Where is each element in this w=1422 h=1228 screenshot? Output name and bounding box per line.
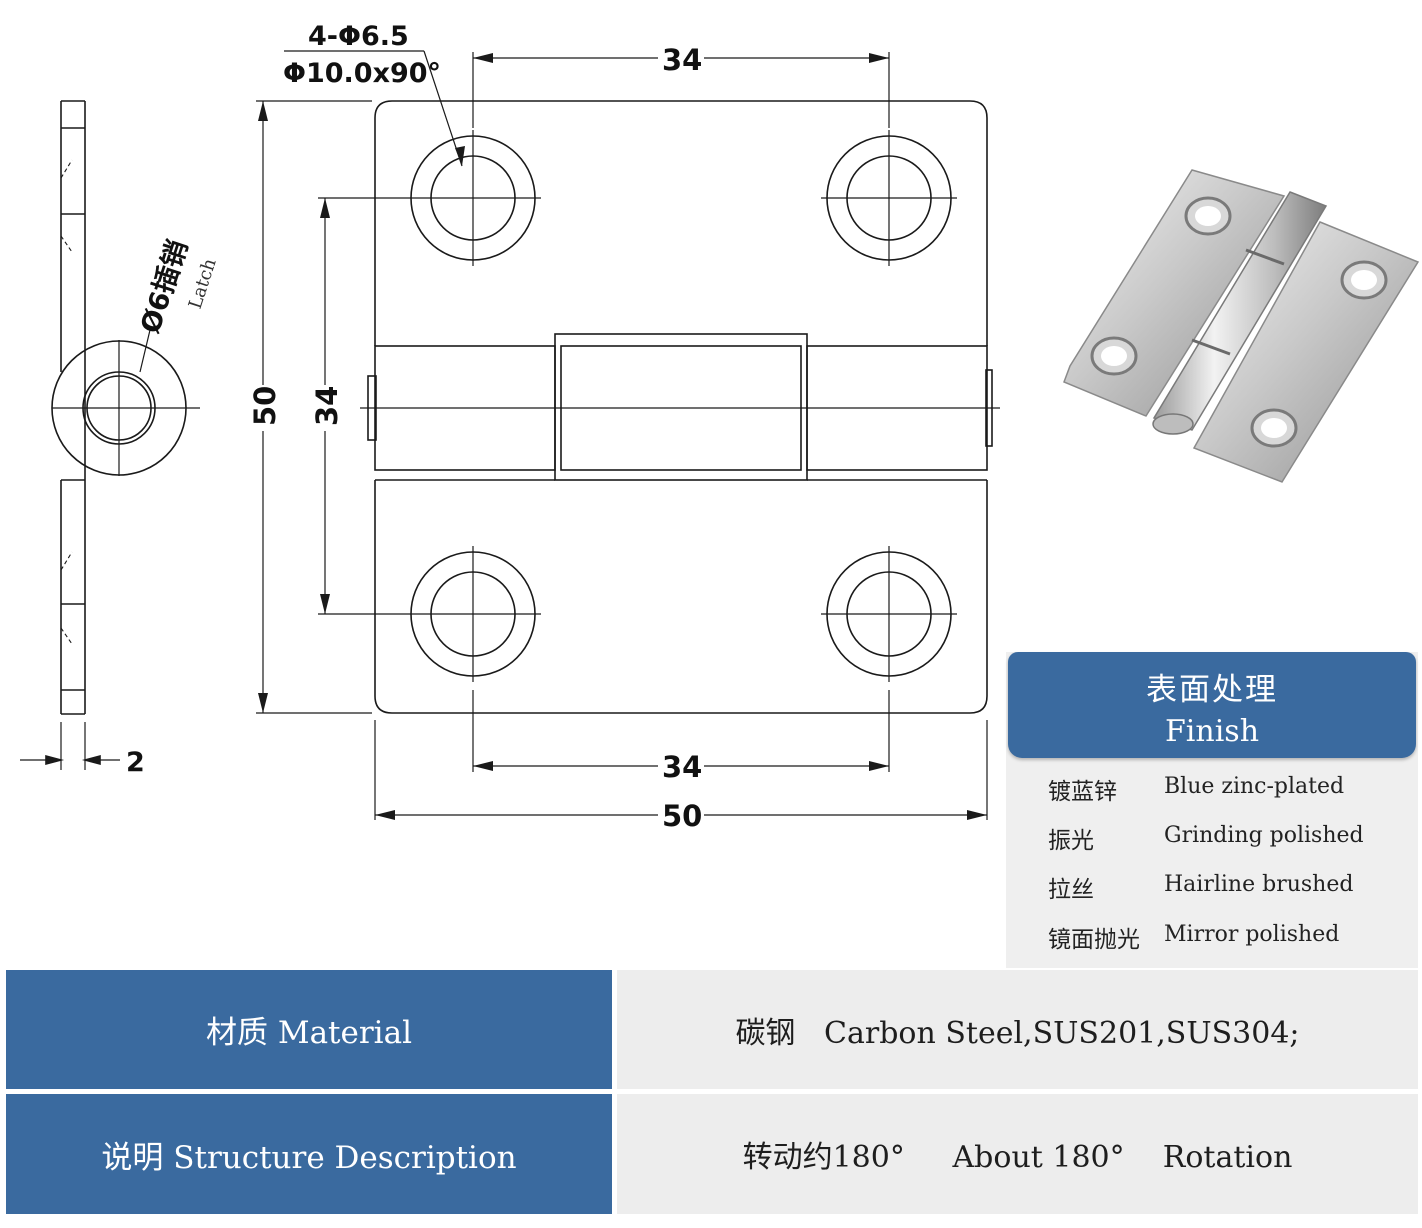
finish-title-cn: 表面处理	[1146, 672, 1278, 708]
finish-title-en: Finish	[1164, 714, 1260, 749]
finish-item-en: Grinding polished	[1164, 823, 1364, 848]
dim-left-50: 50	[248, 386, 282, 426]
finish-item-en: Blue zinc-plated	[1164, 774, 1345, 799]
front-view	[256, 50, 1000, 820]
technical-drawing: 2 Ø6插销 Latch	[20, 21, 1420, 833]
dim-top-34: 34	[662, 43, 702, 77]
finish-item: 镜面抛光 Mirror polished	[1006, 920, 1418, 960]
hole-callout-countersink: Φ10.0x90°	[283, 58, 441, 89]
side-view	[20, 100, 200, 770]
structure-label: 说明 Structure Description	[6, 1094, 612, 1214]
structure-value: 转动约180° About 180° Rotation	[617, 1094, 1418, 1214]
finish-item: 拉丝 Hairline brushed	[1006, 870, 1418, 910]
finish-item-en: Hairline brushed	[1164, 872, 1354, 897]
finish-item-cn: 振光	[1048, 828, 1094, 854]
pin-label-cn: Ø6插销	[135, 237, 194, 338]
finish-item: 振光 Grinding polished	[1006, 821, 1418, 861]
finish-item-cn: 镜面抛光	[1048, 927, 1140, 953]
mount-hole-bl	[405, 546, 541, 682]
material-label: 材质 Material	[6, 970, 612, 1089]
material-value: 碳钢 Carbon Steel,SUS201,SUS304;	[617, 970, 1418, 1089]
dim-bottom-50: 50	[662, 799, 702, 833]
finish-panel: 表面处理 Finish 镀蓝锌 Blue zinc-plated 振光 Grin…	[1006, 652, 1418, 968]
finish-item-cn: 拉丝	[1048, 877, 1094, 903]
hole-callout-count: 4-Φ6.5	[308, 21, 409, 52]
finish-item-en: Mirror polished	[1164, 922, 1340, 947]
finish-item-cn: 镀蓝锌	[1048, 779, 1117, 805]
finish-item: 镀蓝锌 Blue zinc-plated	[1006, 772, 1418, 812]
dim-bottom-34: 34	[662, 750, 702, 784]
mount-hole-tr	[821, 130, 957, 266]
mount-hole-br	[821, 546, 957, 682]
dim-thickness: 2	[126, 747, 145, 778]
hinge-photo-icon	[1063, 169, 1420, 483]
dim-left-34: 34	[310, 386, 344, 426]
finish-header: 表面处理 Finish	[1008, 652, 1416, 758]
pin-label-en: Latch	[185, 256, 221, 312]
mount-hole-tl	[405, 130, 541, 266]
